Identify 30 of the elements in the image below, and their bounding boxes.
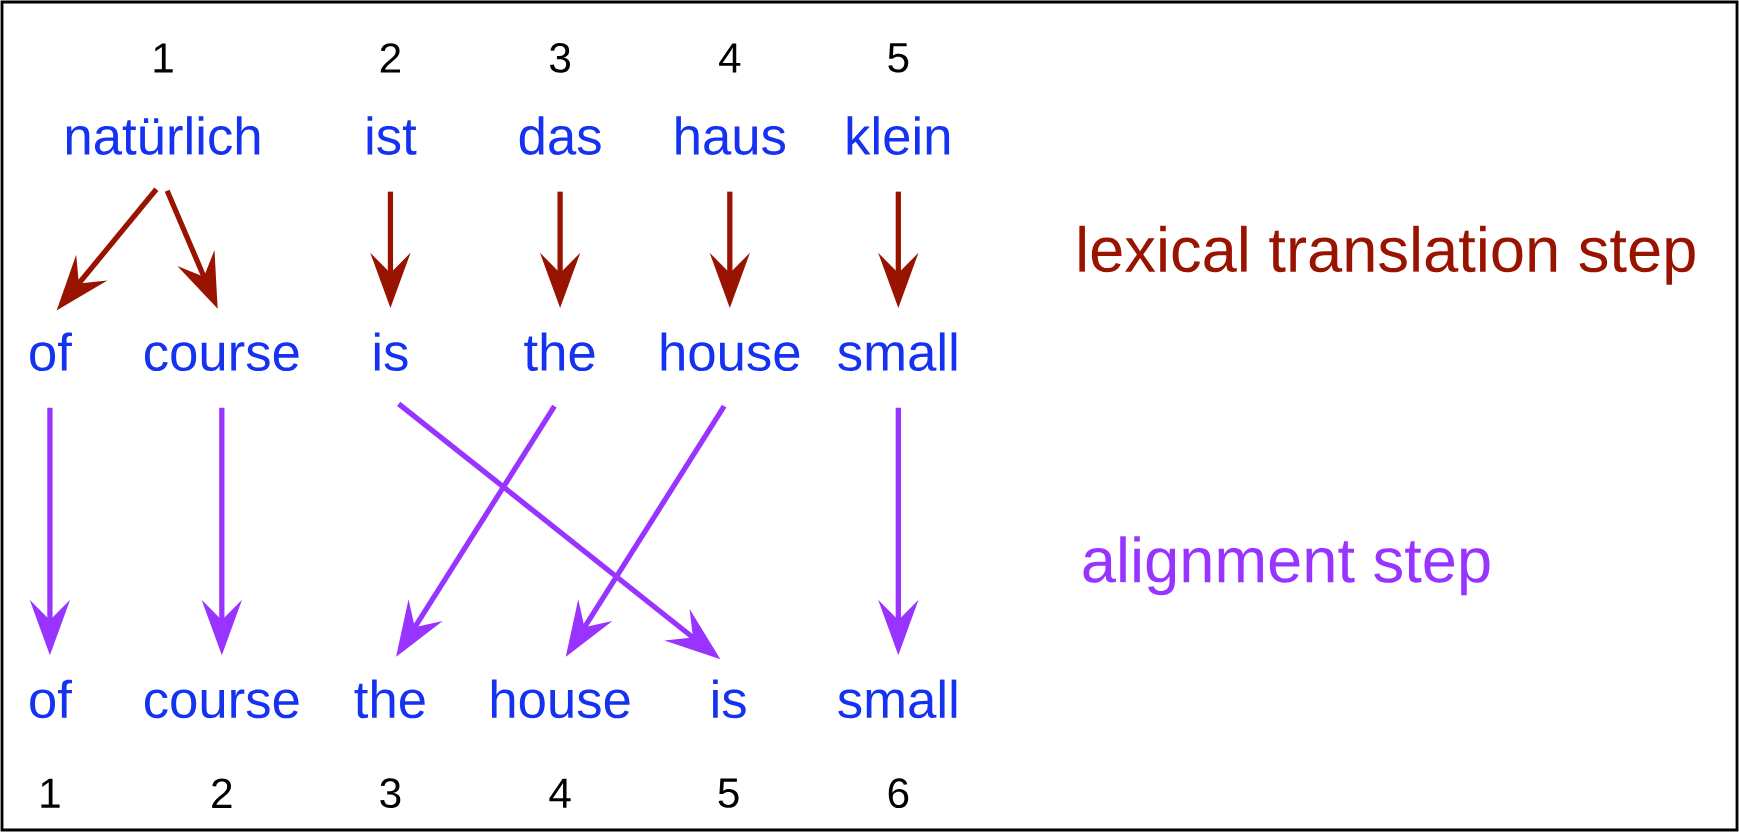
word: house	[491, 679, 630, 719]
step-label: lexical translation step	[1079, 225, 1695, 285]
word: ist	[367, 116, 417, 155]
word: natürlich	[66, 116, 260, 155]
word: is	[374, 332, 408, 372]
word: of	[30, 332, 72, 372]
position-number: 6	[888, 778, 909, 809]
position-number: 1	[154, 43, 173, 73]
position-number: 2	[212, 778, 232, 808]
step-label: alignment step	[1083, 536, 1490, 596]
word: course	[144, 342, 299, 372]
position-number: 5	[888, 43, 909, 73]
word: small	[838, 679, 957, 719]
position-number: 5	[718, 778, 739, 808]
position-number: 3	[550, 42, 570, 73]
word: the	[354, 679, 425, 719]
word: das	[519, 116, 601, 155]
word: of	[30, 679, 72, 719]
word: haus	[676, 116, 785, 155]
position-number: 1	[41, 778, 60, 808]
position-number: 2	[380, 43, 400, 73]
word: course	[144, 689, 299, 719]
word: small	[838, 332, 957, 372]
word: is	[713, 679, 746, 719]
position-number: 4	[549, 778, 571, 808]
position-number: 4	[719, 43, 741, 73]
word: the	[524, 332, 595, 372]
position-number: 3	[380, 778, 401, 809]
word: house	[661, 332, 800, 372]
word: klein	[847, 116, 950, 155]
